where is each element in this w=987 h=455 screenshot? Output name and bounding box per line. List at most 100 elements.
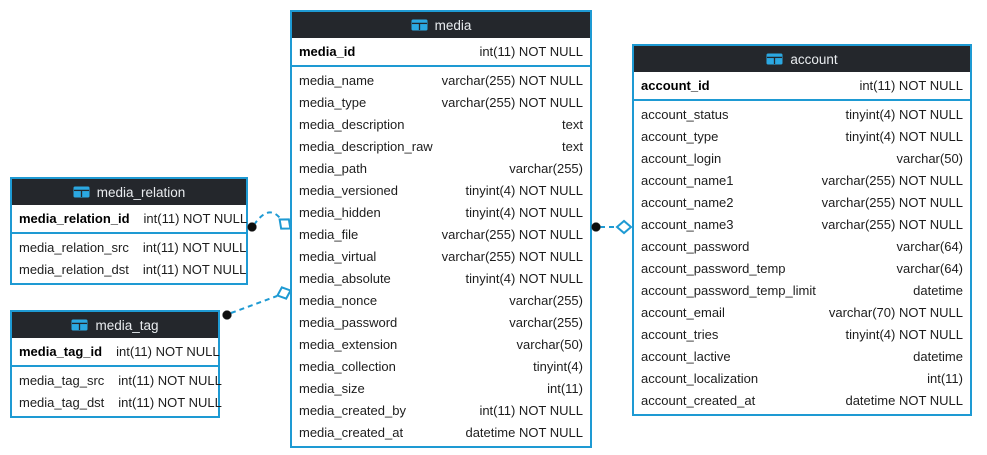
column-type: varchar(64) <box>896 238 963 254</box>
column-type: tinyint(4) NOT NULL <box>845 326 963 342</box>
column-type: varchar(255) <box>509 314 583 330</box>
column-name: media_hidden <box>299 204 381 220</box>
column-name: account_lactive <box>641 348 731 364</box>
column-type: varchar(255) NOT NULL <box>821 216 963 232</box>
column-name: account_login <box>641 150 722 166</box>
column-type: tinyint(4) NOT NULL <box>845 106 963 122</box>
table-title: media <box>434 17 472 33</box>
column-name: media_name <box>299 72 375 88</box>
columns-section: media_name varchar(255) NOT NULL media_typ… <box>292 65 590 446</box>
column-row: media_description_raw text <box>292 135 590 157</box>
pk-column-row: media_relation_id int(11) NOT NULL <box>12 205 248 232</box>
column-name: account_type <box>641 128 719 144</box>
column-name: media_size <box>299 380 365 396</box>
column-name: account_password <box>641 238 750 254</box>
column-name: account_status <box>641 106 729 122</box>
column-row: media_file varchar(255) NOT NULL <box>292 223 590 245</box>
column-type: datetime <box>913 348 963 364</box>
column-type: int(11) <box>547 380 583 396</box>
column-type: datetime <box>913 282 963 298</box>
column-name: account_password_temp <box>641 260 786 276</box>
column-name: media_relation_id <box>19 211 130 226</box>
column-row: account_lactive datetime <box>634 345 970 367</box>
table-grid-icon <box>73 186 90 198</box>
column-type: varchar(255) <box>509 292 583 308</box>
column-type: int(11) NOT NULL <box>116 344 220 359</box>
column-row: account_status tinyint(4) NOT NULL <box>634 103 970 125</box>
column-type: int(11) NOT NULL <box>118 372 222 388</box>
table-grid-icon <box>411 19 428 31</box>
column-type: varchar(255) NOT NULL <box>441 226 583 242</box>
column-name: media_collection <box>299 358 396 374</box>
table-media-relation-header[interactable]: media_relation <box>12 179 246 205</box>
table-title: media_tag <box>95 317 159 333</box>
column-type: varchar(64) <box>896 260 963 276</box>
column-type: varchar(255) NOT NULL <box>441 248 583 264</box>
column-name: media_description <box>299 116 405 132</box>
column-name: media_id <box>299 44 356 59</box>
table-account-header[interactable]: account <box>634 46 970 72</box>
column-row: account_login varchar(50) <box>634 147 970 169</box>
connector-dot <box>247 222 257 232</box>
column-name: account_name2 <box>641 194 734 210</box>
column-type: int(11) <box>927 370 963 386</box>
column-name: media_tag_dst <box>19 394 105 410</box>
column-type: varchar(70) NOT NULL <box>828 304 963 320</box>
column-name: account_name3 <box>641 216 734 232</box>
column-type: int(11) NOT NULL <box>143 211 248 226</box>
column-type: tinyint(4) <box>533 358 583 374</box>
column-name: media_file <box>299 226 359 242</box>
table-media-tag-header[interactable]: media_tag <box>12 312 218 338</box>
column-type: int(11) NOT NULL <box>142 261 247 277</box>
column-name: media_versioned <box>299 182 399 198</box>
column-name: media_extension <box>299 336 398 352</box>
column-type: varchar(50) <box>896 150 963 166</box>
column-name: media_description_raw <box>299 138 433 154</box>
column-name: media_relation_dst <box>19 261 129 277</box>
column-name: media_type <box>299 94 367 110</box>
open-diamond-icon <box>615 219 633 235</box>
table-media-relation[interactable]: media_relation media_relation_id int(11) … <box>10 177 248 285</box>
column-type: int(11) NOT NULL <box>479 402 583 418</box>
column-row: media_collection tinyint(4) <box>292 355 590 377</box>
column-name: account_created_at <box>641 392 756 408</box>
column-type: text <box>562 138 583 154</box>
connector-media-to-account[interactable] <box>591 219 633 235</box>
column-name: media_relation_src <box>19 239 129 255</box>
connector-media-tag-to-media[interactable] <box>222 285 293 320</box>
table-title: media_relation <box>96 184 186 200</box>
table-media-header[interactable]: media <box>292 12 590 38</box>
column-name: account_name1 <box>641 172 734 188</box>
column-row: media_size int(11) <box>292 377 590 399</box>
column-name: media_virtual <box>299 248 377 264</box>
column-type: datetime NOT NULL <box>845 392 963 408</box>
column-row: account_created_at datetime NOT NULL <box>634 389 970 411</box>
connector-media-relation-to-media[interactable] <box>247 211 295 233</box>
